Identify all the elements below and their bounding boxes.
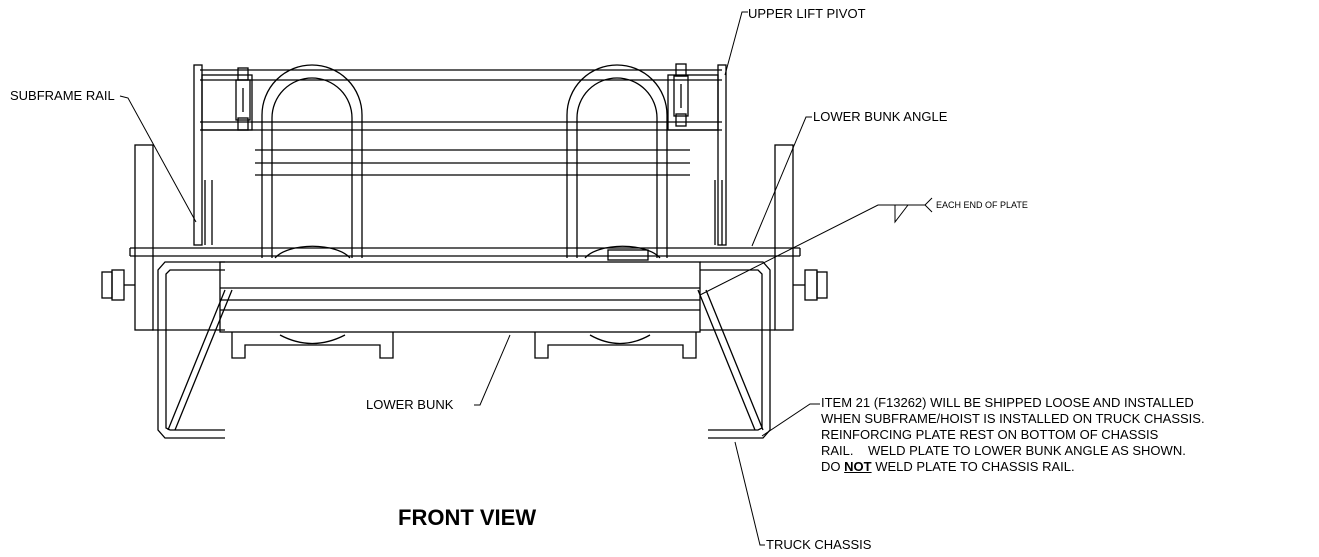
leader-lines xyxy=(119,11,933,546)
reinforcing-plate-right xyxy=(697,289,764,431)
view-title: FRONT VIEW xyxy=(398,505,537,530)
lower-bunk-beam xyxy=(219,261,701,359)
label-lower-bunk-angle: LOWER BUNK ANGLE xyxy=(813,109,948,124)
label-lower-bunk: LOWER BUNK xyxy=(366,397,454,412)
truck-chassis-left xyxy=(152,261,225,439)
lower-bunk-angle xyxy=(129,247,801,257)
reinforcing-plate-left xyxy=(167,289,233,431)
truck-chassis-right xyxy=(700,261,775,439)
subframe-rail-left xyxy=(134,144,213,331)
note-line-2: WHEN SUBFRAME/HOIST IS INSTALLED ON TRUC… xyxy=(821,411,1205,426)
note-line-5: DO NOT WELD PLATE TO CHASSIS RAIL. xyxy=(821,459,1205,475)
note-line-1: ITEM 21 (F13262) WILL BE SHIPPED LOOSE A… xyxy=(821,395,1194,410)
pivot-bolt-right xyxy=(793,269,828,301)
pivot-clamp-left xyxy=(235,67,251,131)
note-line-5-post: WELD PLATE TO CHASSIS RAIL. xyxy=(871,459,1075,474)
note-line-4: RAIL. WELD PLATE TO LOWER BUNK ANGLE AS … xyxy=(821,443,1186,458)
note-line-5-pre: DO xyxy=(821,459,845,474)
roller-left xyxy=(274,245,351,345)
upper-lift-pivot-frame xyxy=(193,64,727,246)
note-emphasis-not: NOT xyxy=(844,459,872,474)
installation-note: ITEM 21 (F13262) WILL BE SHIPPED LOOSE A… xyxy=(821,395,1205,475)
roller-right xyxy=(584,245,661,345)
weld-symbol xyxy=(894,204,909,224)
label-subframe-rail: SUBFRAME RAIL xyxy=(10,88,115,103)
pivot-clamp-right xyxy=(673,63,689,127)
label-truck-chassis: TRUCK CHASSIS xyxy=(766,537,872,552)
subframe-rail-right xyxy=(714,144,794,331)
label-weld-note: EACH END OF PLATE xyxy=(936,200,1028,210)
hoist-cylinder-right xyxy=(566,64,668,258)
pivot-bolt-left xyxy=(101,269,135,301)
note-line-3: REINFORCING PLATE REST ON BOTTOM OF CHAS… xyxy=(821,427,1159,442)
hoist-cylinder-left xyxy=(261,64,363,258)
label-upper-lift-pivot: UPPER LIFT PIVOT xyxy=(748,6,866,21)
